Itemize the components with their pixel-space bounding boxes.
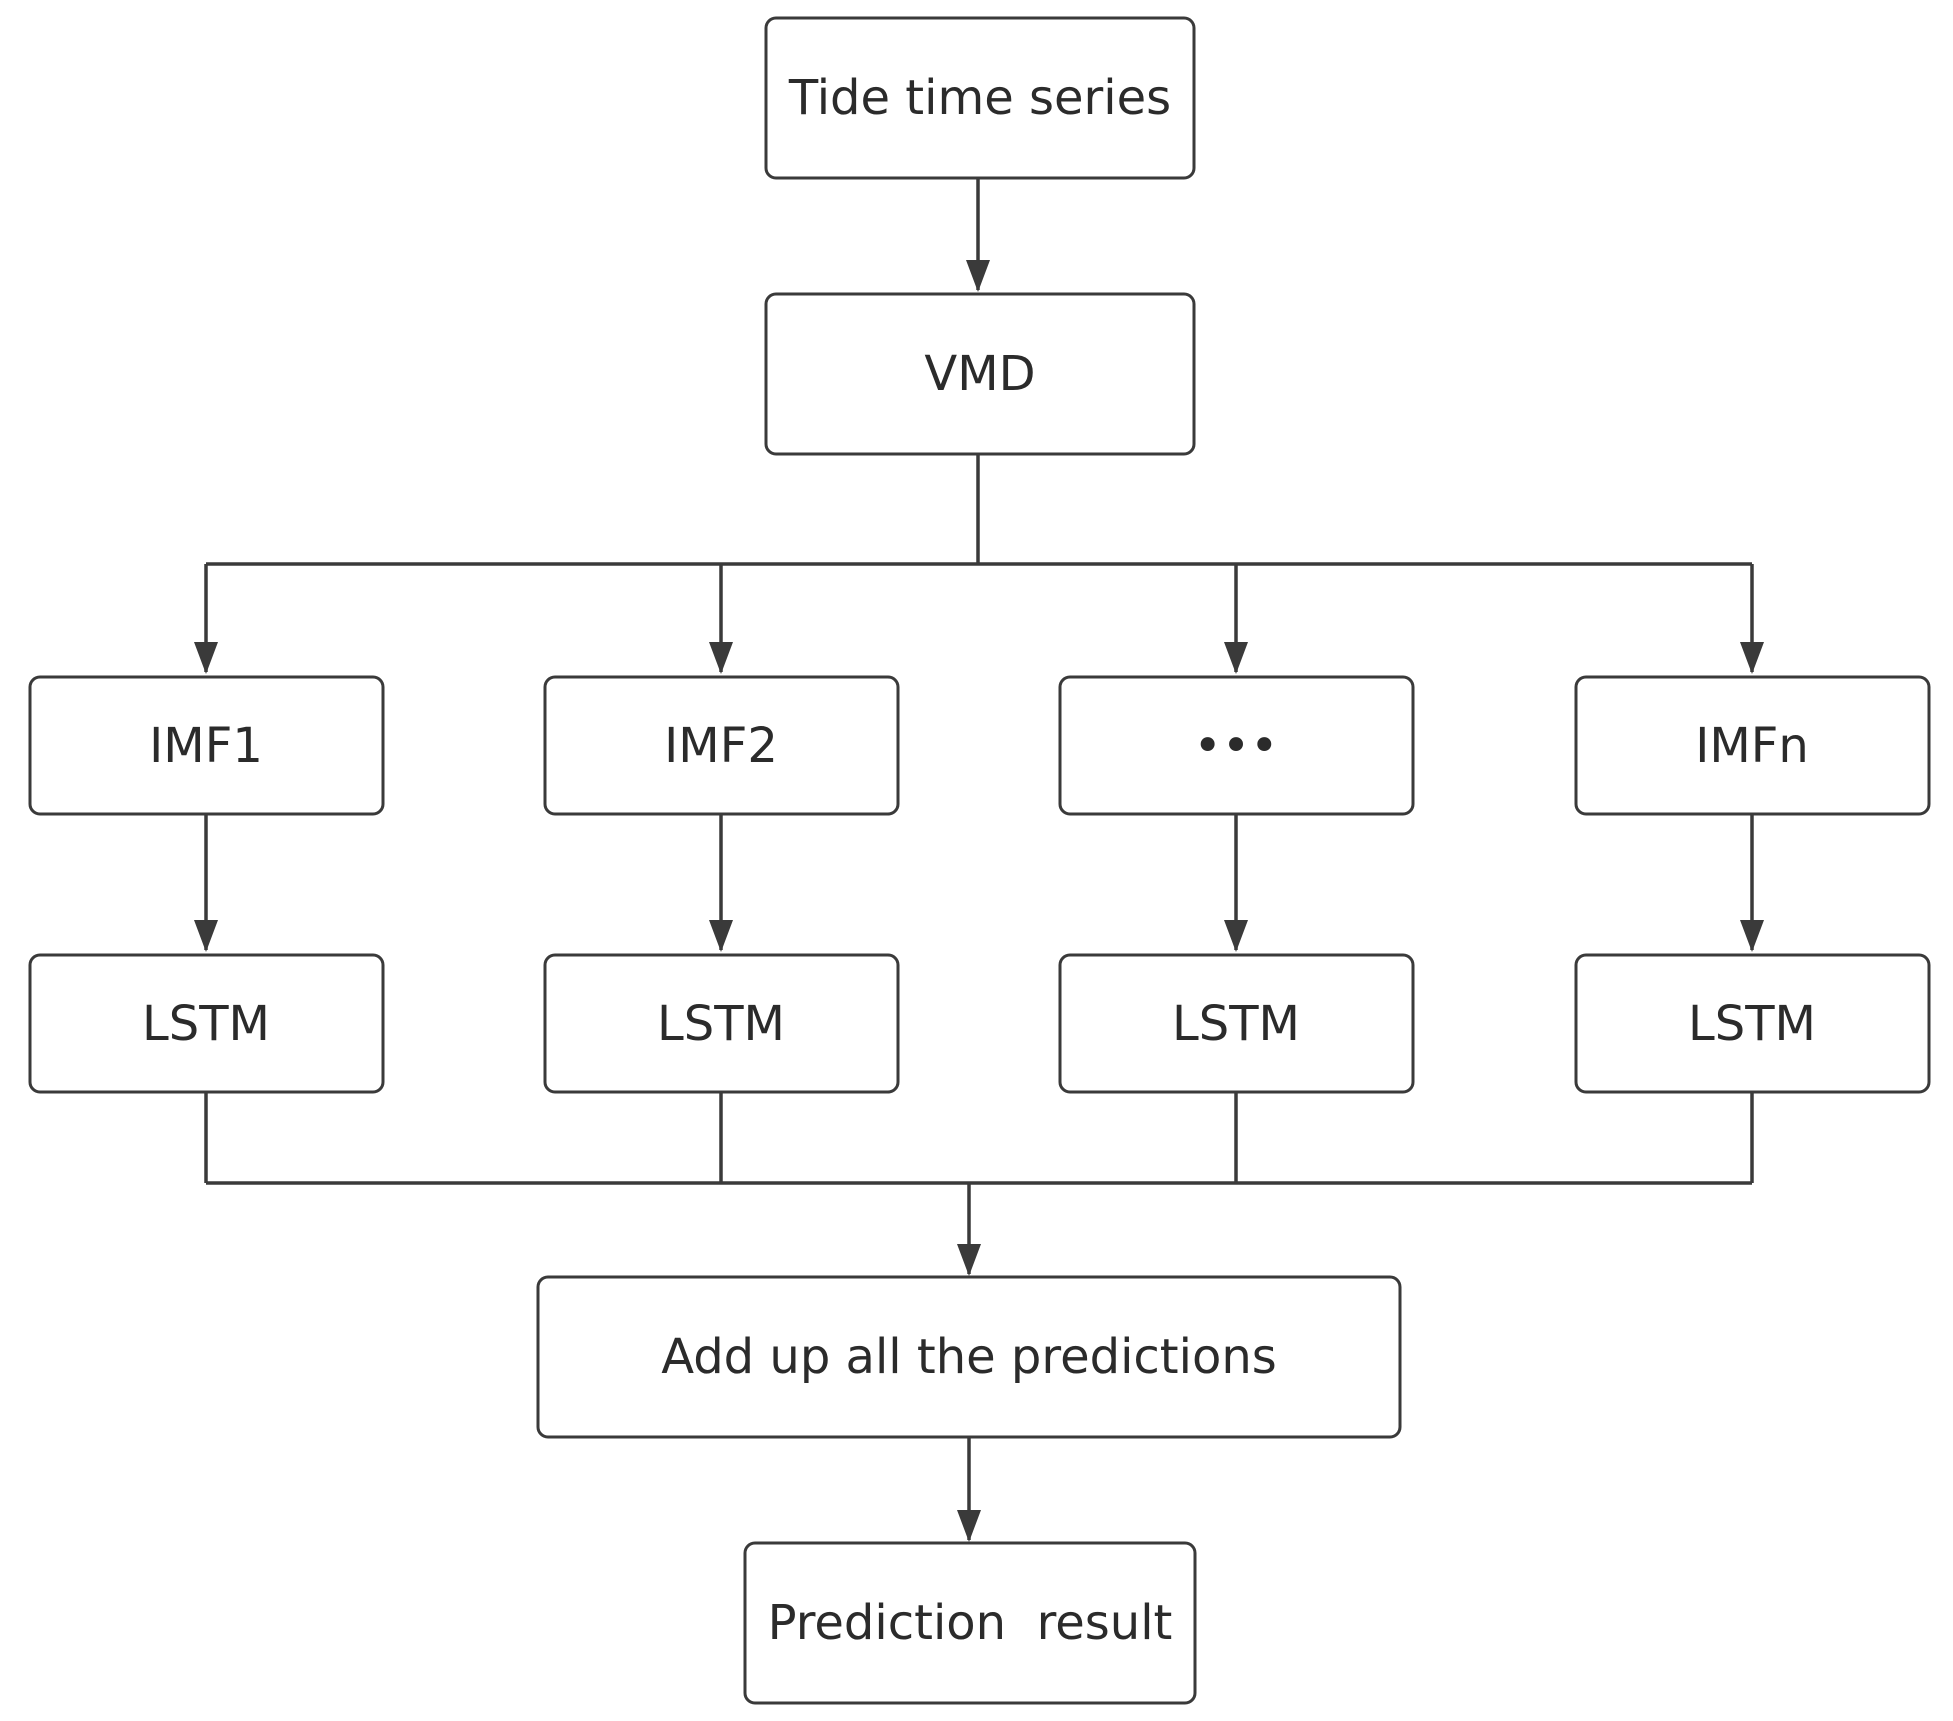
arrowhead-add	[957, 1244, 981, 1276]
tide-time-series-label: Tide time series	[788, 70, 1171, 126]
add-up-box	[536, 1275, 1402, 1439]
node-tide-time-series: Tide time series	[764, 16, 1196, 180]
arrowhead-vmd	[966, 260, 990, 292]
tide-time-series-box	[764, 16, 1196, 180]
node-imf-ellipsis: •••	[1058, 675, 1415, 816]
arrowhead-lstm1	[194, 920, 218, 952]
imf1-box	[28, 675, 385, 816]
node-imf2: IMF2	[543, 675, 900, 816]
vmd-label: VMD	[924, 346, 1035, 402]
node-lstm4: LSTM	[1574, 953, 1931, 1094]
imfn-box	[1574, 675, 1931, 816]
arrowhead-imf-ellipsis	[1224, 642, 1248, 674]
node-imfn: IMFn	[1574, 675, 1931, 816]
arrowhead-lstm4	[1740, 920, 1764, 952]
node-lstm1: LSTM	[28, 953, 385, 1094]
node-prediction-result: Prediction result	[743, 1541, 1197, 1705]
imf2-label: IMF2	[664, 718, 778, 774]
prediction-result-label: Prediction result	[768, 1595, 1173, 1651]
arrowhead-lstm2	[709, 920, 733, 952]
node-vmd: VMD	[764, 292, 1196, 456]
arrowhead-lstm3	[1224, 920, 1248, 952]
lstm1-box	[28, 953, 385, 1094]
imf2-box	[543, 675, 900, 816]
arrowhead-result	[957, 1510, 981, 1542]
edges	[194, 178, 1764, 1542]
imf-ellipsis-box	[1058, 675, 1415, 816]
vmd-box	[764, 292, 1196, 456]
add-up-label: Add up all the predictions	[661, 1329, 1277, 1385]
imf1-label: IMF1	[149, 718, 263, 774]
arrowhead-imfn	[1740, 642, 1764, 674]
arrowhead-imf1	[194, 642, 218, 674]
lstm1-label: LSTM	[142, 996, 270, 1052]
node-add-up: Add up all the predictions	[536, 1275, 1402, 1439]
imfn-label: IMFn	[1695, 718, 1809, 774]
prediction-result-box	[743, 1541, 1197, 1705]
node-imf1: IMF1	[28, 675, 385, 816]
node-lstm2: LSTM	[543, 953, 900, 1094]
lstm4-label: LSTM	[1688, 996, 1816, 1052]
lstm3-box	[1058, 953, 1415, 1094]
imf-ellipsis-label: •••	[1194, 718, 1279, 774]
lstm2-box	[543, 953, 900, 1094]
lstm3-label: LSTM	[1172, 996, 1300, 1052]
node-lstm3: LSTM	[1058, 953, 1415, 1094]
arrowhead-imf2	[709, 642, 733, 674]
lstm4-box	[1574, 953, 1931, 1094]
lstm2-label: LSTM	[657, 996, 785, 1052]
